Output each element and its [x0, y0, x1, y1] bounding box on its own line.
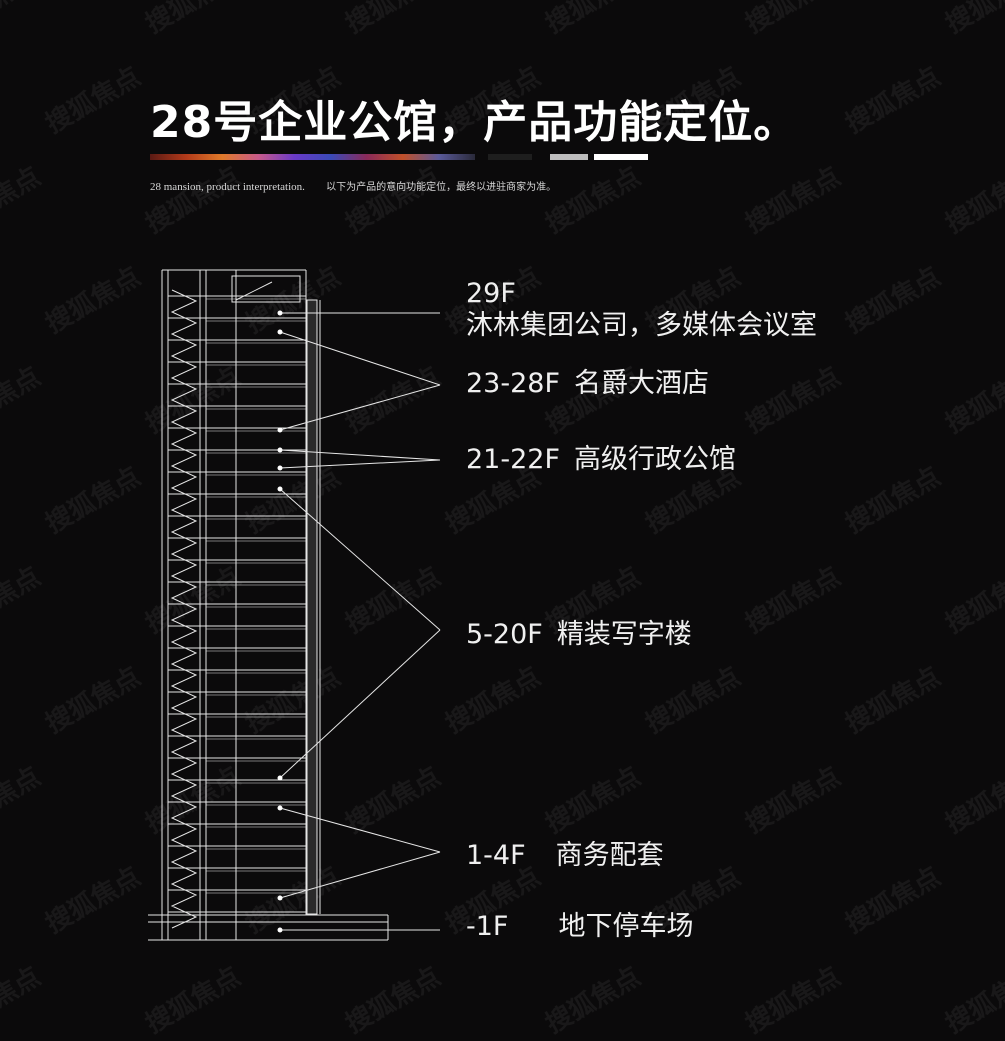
leader-dot [277, 329, 283, 335]
page-title: 28号企业公馆，产品功能定位。 [150, 97, 799, 148]
leader-dot [277, 465, 283, 471]
leader-dot [277, 927, 283, 933]
label-1-4f-use: 商务配套 [555, 840, 664, 871]
building-elevation [148, 269, 389, 941]
leader-line [279, 488, 441, 631]
leader-line [279, 629, 441, 779]
leader-dot [277, 805, 283, 811]
label-21-22f: 21-22F 高级行政公馆 [466, 444, 736, 476]
curtain-wall [306, 299, 318, 915]
leader-dot [277, 775, 283, 781]
roof-structure [231, 275, 301, 303]
leader-line [279, 851, 441, 899]
leader-dot [277, 427, 283, 433]
label-21-22f-floor: 21-22F [466, 444, 560, 475]
title-white-bar [594, 154, 648, 160]
title-gray-bar [550, 154, 588, 160]
stair-zigzag [170, 289, 198, 929]
label-29f: 29F 沐林集团公司，多媒体会议室 [466, 278, 817, 342]
label-5-20f: 5-20F 精装写字楼 [466, 619, 692, 651]
subtitle: 28 mansion, product interpretation. 以下为产… [150, 178, 556, 193]
label-23-28f-use: 名爵大酒店 [574, 368, 709, 399]
title-dark-bar [488, 154, 532, 160]
label-23-28f: 23-28F 名爵大酒店 [466, 368, 709, 400]
label-1-4f-floor: 1-4F [466, 840, 526, 871]
label-b1f: -1F 地下停车场 [466, 911, 693, 943]
leader-dot [277, 310, 283, 316]
label-5-20f-use: 精装写字楼 [556, 619, 692, 650]
title-gradient-bar [150, 154, 475, 160]
leader-dot [277, 895, 283, 901]
label-29f-use: 沐林集团公司，多媒体会议室 [466, 310, 817, 341]
leader-lines [279, 312, 441, 931]
leader-dot [277, 447, 283, 453]
label-21-22f-use: 高级行政公馆 [574, 444, 736, 475]
leader-dots [277, 310, 283, 933]
leader-line [279, 384, 441, 431]
subtitle-chinese: 以下为产品的意向功能定位，最终以进驻商家为准。 [326, 182, 557, 193]
leader-line [279, 449, 441, 461]
label-1-4f: 1-4F 商务配套 [466, 840, 664, 872]
leader-line [279, 331, 441, 386]
label-29f-floor: 29F [466, 278, 516, 309]
label-5-20f-floor: 5-20F [466, 619, 543, 650]
leader-line [279, 807, 441, 853]
leader-dot [277, 486, 283, 492]
label-23-28f-floor: 23-28F [466, 368, 560, 399]
roof-slope [235, 281, 273, 301]
leader-line [279, 459, 441, 469]
label-b1f-floor: -1F [466, 911, 509, 942]
subtitle-english: 28 mansion, product interpretation. [150, 181, 305, 193]
label-b1f-use: 地下停车场 [558, 911, 694, 942]
